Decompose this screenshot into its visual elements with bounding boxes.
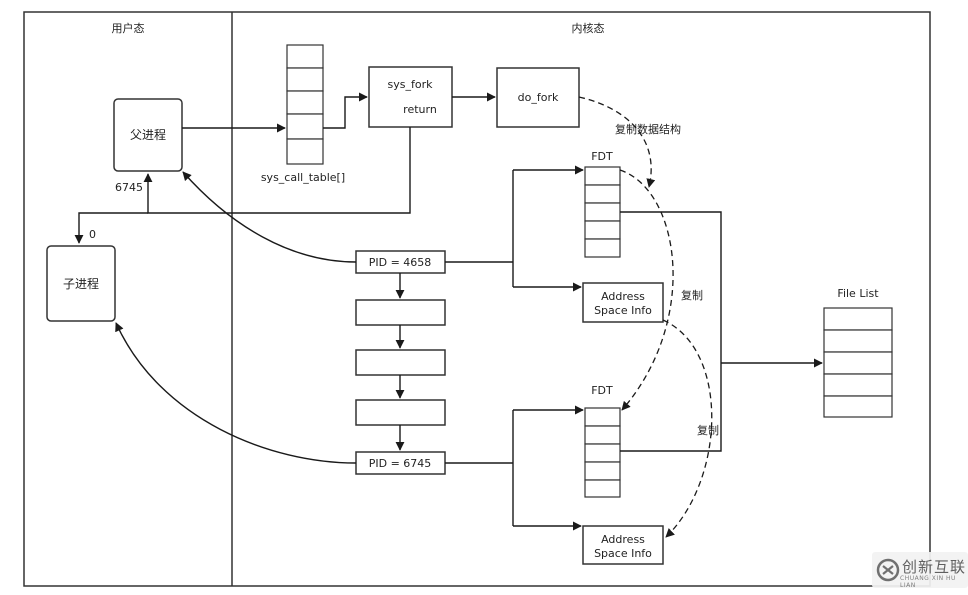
pid-parent-to-process-arrow — [182, 171, 357, 263]
syscall-table-stack — [286, 44, 324, 165]
pid-child-to-process-arrow — [115, 322, 357, 464]
watermark-sub: CHUANG XIN HU LIAN — [900, 575, 956, 589]
address-space-bottom-line2: Space Info — [594, 547, 652, 560]
copy-label-top: 复制 — [681, 288, 703, 302]
return-to-parent-arrow — [143, 127, 411, 214]
brand-logo-icon — [876, 558, 900, 582]
watermark-brand: 创新互联 — [902, 558, 967, 576]
file-list-cell — [823, 307, 893, 331]
kernel-space-label: 内核态 — [572, 21, 605, 35]
fdt-cell — [584, 220, 621, 240]
fdt-cell — [584, 166, 621, 186]
syscall-table-cell — [286, 138, 324, 165]
file-list-label: File List — [837, 287, 879, 300]
task-box — [355, 399, 446, 426]
fdt-cell — [584, 407, 621, 427]
copy-data-structures-dashed-arrow — [578, 96, 656, 188]
task-box — [355, 299, 446, 326]
address-space-top-line1: Address — [601, 290, 645, 303]
syscall-table-cell — [286, 113, 324, 140]
fdt-bottom-label: FDT — [591, 384, 613, 397]
fdt-top-to-file-list-line — [620, 211, 722, 363]
parent-process-box — [113, 98, 183, 172]
parent-return-value: 6745 — [115, 181, 143, 194]
file-list-cell — [823, 395, 893, 418]
child-process-label: 子进程 — [63, 276, 99, 291]
fdt-copy-dashed-arrow — [619, 169, 674, 411]
syscall-table-cell — [286, 90, 324, 115]
address-space-top-box — [582, 282, 664, 323]
outer-frame — [23, 11, 931, 587]
user-space-label: 用户态 — [112, 21, 145, 35]
fdt-cell — [584, 461, 621, 481]
do-fork-box — [496, 67, 580, 128]
syscall-to-sys-fork-arrow — [323, 92, 368, 129]
fdt-cell — [584, 238, 621, 258]
copy-label-bottom: 复制 — [697, 423, 719, 437]
syscall-table-cell — [286, 67, 324, 92]
file-list-cell — [823, 329, 893, 353]
address-space-bottom-line1: Address — [601, 533, 645, 546]
syscall-table-cell — [286, 44, 324, 69]
child-process-box — [46, 245, 116, 322]
fdt-cell — [584, 443, 621, 463]
sys-fork-box — [368, 66, 453, 128]
file-list-cell — [823, 351, 893, 375]
address-copy-dashed-arrow — [662, 319, 713, 538]
syscall-table-label: sys_call_table[] — [261, 171, 345, 184]
file-list-cell — [823, 373, 893, 397]
fdt-cell — [584, 202, 621, 222]
fdt-top-stack — [584, 166, 621, 258]
file-list-stack — [823, 307, 893, 418]
do-fork-label: do_fork — [518, 91, 559, 104]
pid-child-label: PID = 6745 — [369, 457, 432, 470]
child-return-value: 0 — [89, 228, 96, 241]
fdt-cell — [584, 184, 621, 204]
sys-fork-return-label: return — [403, 103, 437, 116]
return-to-child-arrow — [74, 212, 148, 244]
fdt-bottom-stack — [584, 407, 621, 498]
address-space-top-line2: Space Info — [594, 304, 652, 317]
watermark-logo: 创新互联 CHUANG XIN HU LIAN — [872, 552, 968, 589]
copy-data-structures-label: 复制数据结构 — [615, 122, 681, 136]
sys-fork-label: sys_fork — [388, 78, 434, 91]
task-box — [355, 349, 446, 376]
fdt-top-label: FDT — [591, 150, 613, 163]
pid-parent-label: PID = 4658 — [369, 256, 432, 269]
fdt-cell — [584, 479, 621, 498]
fdt-cell — [584, 425, 621, 445]
parent-process-label: 父进程 — [130, 127, 166, 142]
fdt-bottom-to-file-list-line — [620, 363, 722, 452]
address-space-bottom-box — [582, 525, 664, 565]
